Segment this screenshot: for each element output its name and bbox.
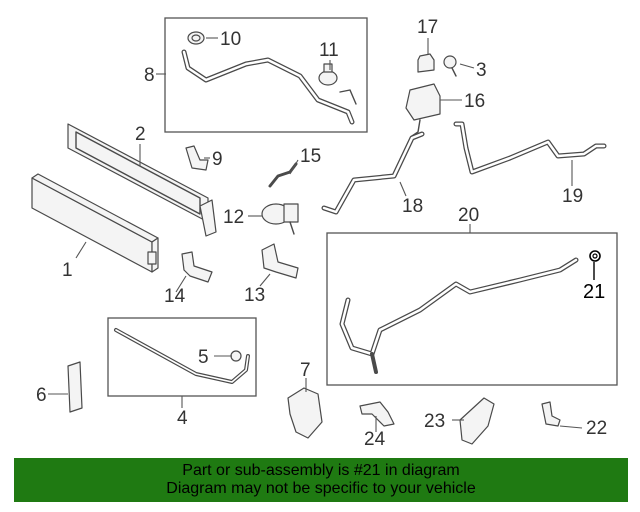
- part-reservoir-16: [405, 83, 441, 137]
- part-valve-12: [261, 203, 299, 235]
- part-shroud-frame: [67, 123, 217, 237]
- callout-19: 19: [562, 186, 583, 207]
- part-bracket-7: [287, 387, 323, 439]
- callout-24: 24: [364, 429, 386, 450]
- callout-10: 10: [220, 29, 241, 50]
- inset-box-20: [326, 232, 618, 386]
- part-bracket-6: [67, 361, 83, 413]
- callout-11: 11: [319, 40, 339, 61]
- part-hose-18: [321, 131, 425, 215]
- callout-21: 21: [583, 281, 605, 303]
- callout-18: 18: [402, 196, 423, 217]
- part-oring-21: [589, 250, 601, 262]
- callout-12: 12: [223, 207, 244, 228]
- callout-5: 5: [198, 347, 209, 368]
- callout-22: 22: [586, 418, 607, 439]
- part-bracket-13: [261, 243, 299, 279]
- part-clip-15: [268, 162, 298, 188]
- part-radiator: [31, 173, 159, 273]
- callout-14: 14: [164, 286, 186, 307]
- part-bracket-22: [541, 401, 561, 427]
- callout-17: 17: [417, 17, 438, 38]
- callout-8: 8: [144, 65, 155, 86]
- part-hose-8: [181, 49, 357, 125]
- part-cap-17: [417, 53, 435, 73]
- footer-banner: Part or sub-assembly is #21 in diagram D…: [14, 458, 628, 502]
- part-bracket-9: [185, 145, 209, 171]
- callout-4: 4: [177, 408, 188, 429]
- part-shield-23: [459, 397, 495, 445]
- part-bracket-14: [181, 251, 213, 283]
- callout-15: 15: [300, 146, 321, 167]
- callout-16: 16: [464, 91, 485, 112]
- callout-9: 9: [212, 149, 223, 170]
- part-bracket-24: [359, 401, 395, 427]
- part-clamp-10: [187, 31, 205, 45]
- part-tube-4: [114, 328, 250, 384]
- footer-line-1: Part or sub-assembly is #21 in diagram: [182, 462, 460, 479]
- part-screw-3: [443, 55, 457, 77]
- leader-lines: [48, 37, 595, 432]
- callout-2: 2: [135, 124, 146, 145]
- part-clip-5: [230, 350, 242, 362]
- part-line-assembly-20: [339, 257, 579, 374]
- part-line-19: [453, 121, 607, 175]
- part-sensor-11: [318, 63, 338, 86]
- callout-3: 3: [476, 60, 487, 81]
- callout-7: 7: [300, 360, 311, 381]
- footer-line-2: Diagram may not be specific to your vehi…: [166, 480, 476, 497]
- callout-1: 1: [62, 260, 73, 281]
- callout-20: 20: [458, 205, 479, 226]
- callout-13: 13: [244, 285, 265, 306]
- callout-23: 23: [424, 411, 445, 432]
- callout-6: 6: [36, 385, 47, 406]
